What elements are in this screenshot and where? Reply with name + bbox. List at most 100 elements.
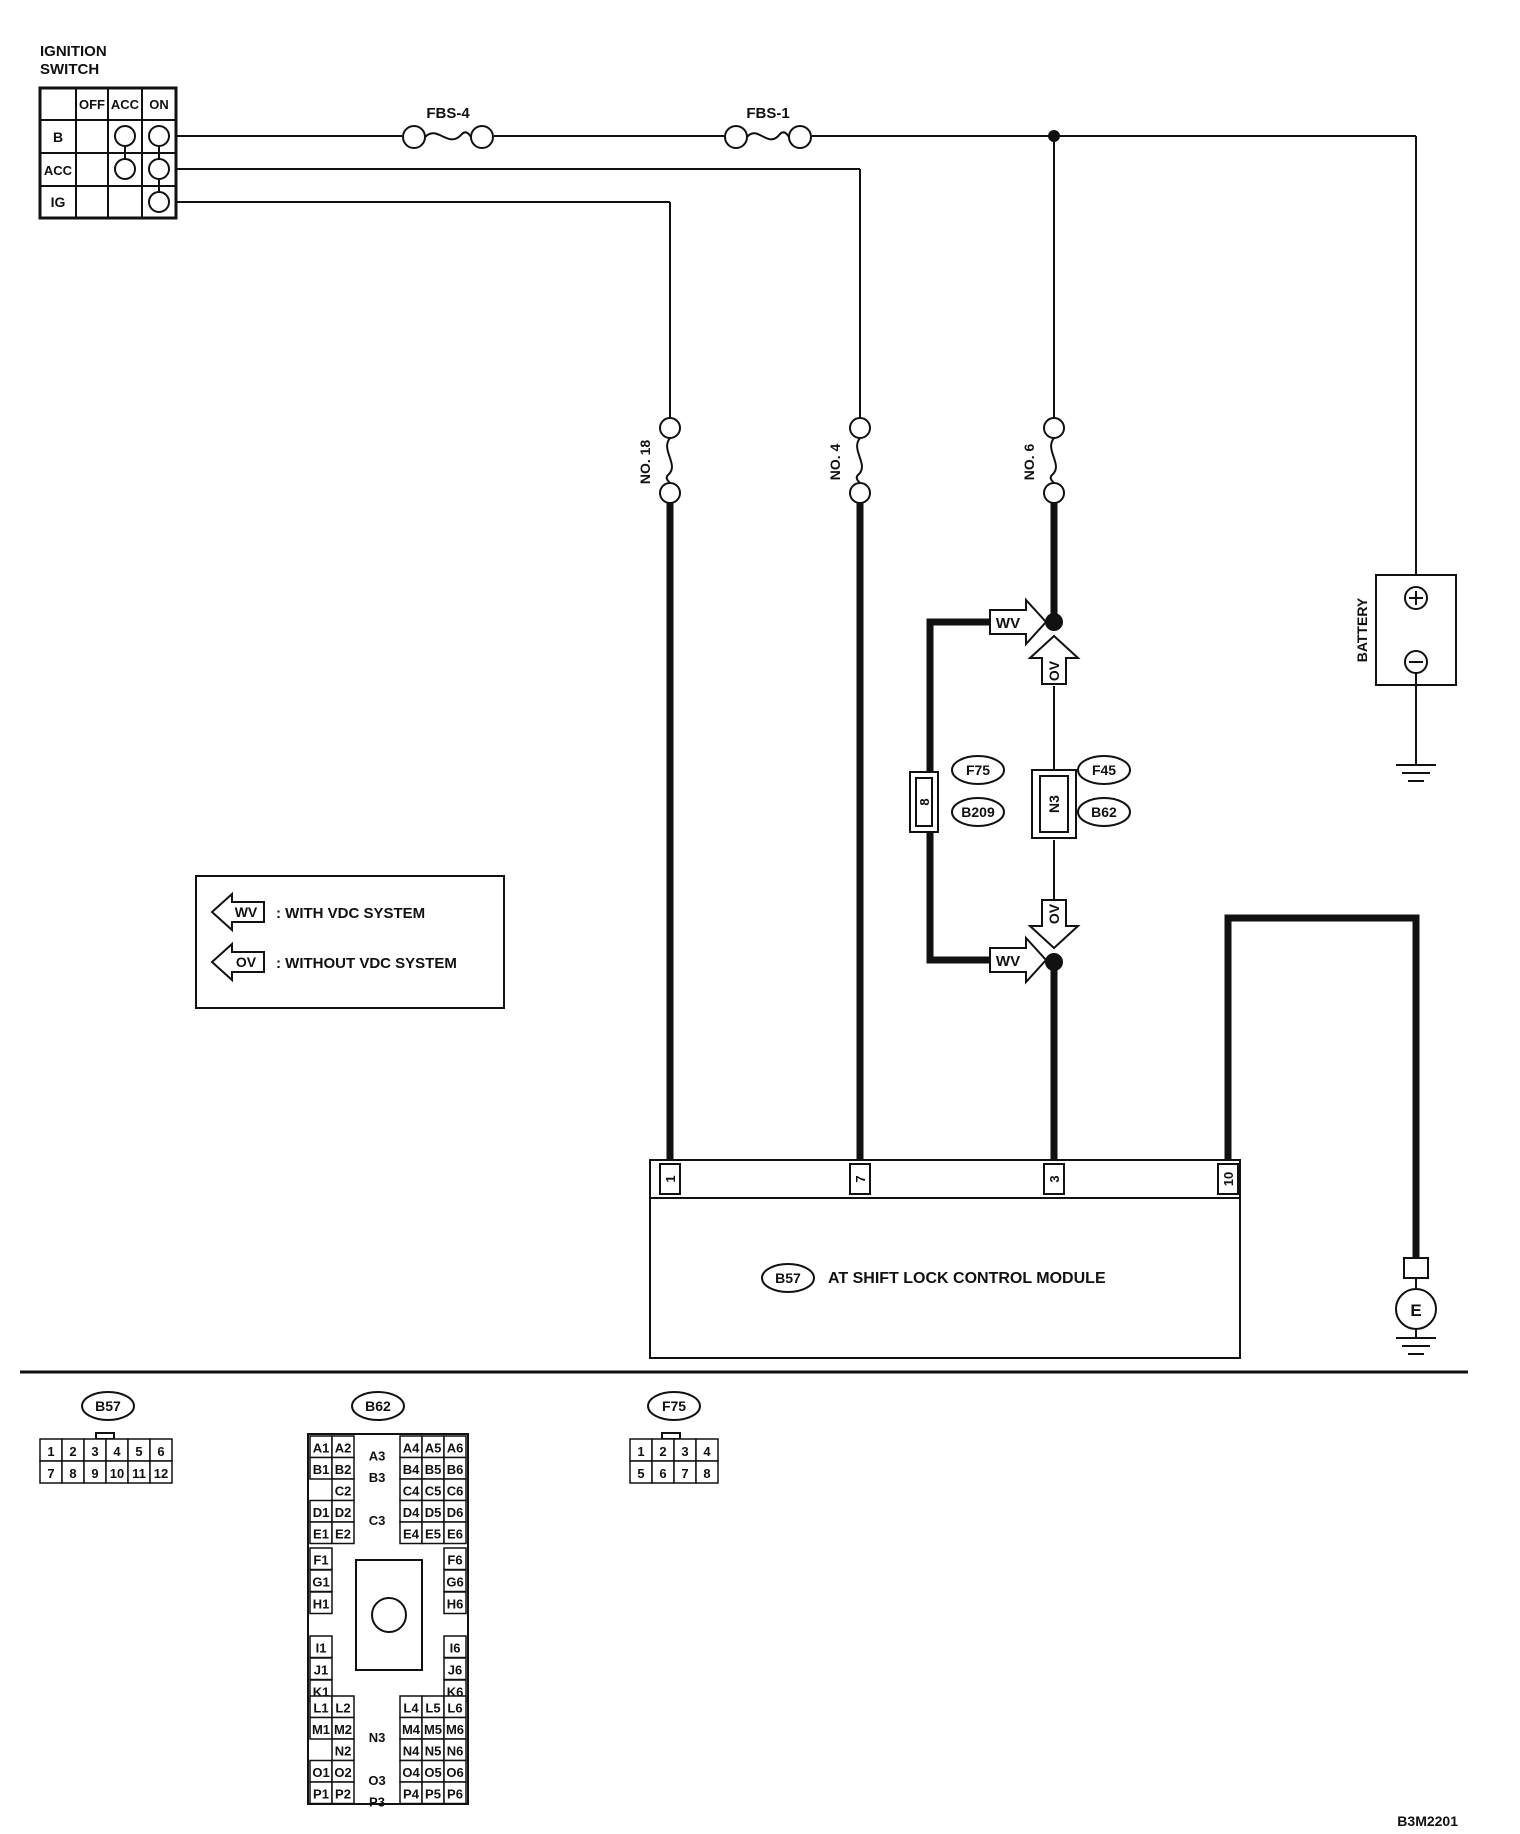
b57-pin-3: 3: [91, 1444, 98, 1459]
b57-pin-10: 10: [110, 1466, 124, 1481]
b62-pin-L4: L4: [403, 1701, 419, 1716]
b62-pin-O3: O3: [368, 1773, 385, 1788]
wv-tag-top-text: WV: [996, 615, 1020, 632]
connector-f45-b62: N3 F45 B62: [1031, 755, 1131, 839]
b62-pin-H1: H1: [313, 1597, 330, 1612]
b62-pin-P2: P2: [335, 1787, 351, 1802]
connector-pin-8: 8: [917, 798, 932, 805]
b62-pin-H6: H6: [447, 1597, 464, 1612]
f75-pin-6: 6: [659, 1466, 666, 1481]
top-wires: [176, 130, 1417, 575]
b62-pin-N4: N4: [403, 1744, 420, 1759]
fuse-fbs1: FBS-1: [724, 105, 812, 149]
fuse-fbs4: FBS-4: [402, 105, 494, 149]
b57-pin-9: 9: [91, 1466, 98, 1481]
b57-pin-8: 8: [69, 1466, 76, 1481]
f75-pin-5: 5: [637, 1466, 644, 1481]
ignition-col-on: ON: [149, 97, 169, 112]
b62-pin-O1: O1: [312, 1765, 329, 1780]
b62-pin-P6-cell: [443, 1781, 467, 1805]
wv-tag-bottom: WV: [989, 935, 1048, 985]
b62-center-hole: [371, 1597, 407, 1633]
b62-pin-B2: B2: [335, 1462, 352, 1477]
b62-pin-O2: O2: [334, 1765, 351, 1780]
b62-pin-E4: E4: [403, 1527, 420, 1542]
b62-pin-P2-cell: [331, 1781, 355, 1805]
b62-pin-M1: M1: [312, 1722, 330, 1737]
b62-pin-B1: B1: [313, 1462, 330, 1477]
b62-pin-M5: M5: [424, 1722, 442, 1737]
b62-pin-B4: B4: [403, 1462, 420, 1477]
connector-f45-label: F45: [1092, 762, 1116, 778]
b62-pin-M2: M2: [334, 1722, 352, 1737]
b62-pin-G6: G6: [446, 1575, 463, 1590]
b57-pin-4: 4: [113, 1444, 121, 1459]
b62-pin-O5: O5: [424, 1765, 441, 1780]
at-shift-lock-module: 1 7 3 10 B57 AT SHIFT LOCK CONTROL MODUL…: [649, 1159, 1241, 1359]
b62-pin-P3: P3: [369, 1795, 385, 1810]
fuse-no4: NO. 4: [827, 417, 871, 504]
b62-pin-B3: B3: [369, 1470, 386, 1485]
b57-pin-12-cell: [149, 1460, 173, 1484]
fuse-no4-label: NO. 4: [827, 444, 843, 481]
connector-pin-n3: N3: [1046, 795, 1062, 813]
battery-label: BATTERY: [1354, 597, 1370, 662]
legend-ov-tag: OV: [236, 954, 257, 970]
b62-pin-L6: L6: [447, 1701, 462, 1716]
legend-box: [195, 875, 505, 1009]
b62-pin-P6: P6: [447, 1787, 463, 1802]
module-wires: [666, 503, 1420, 1258]
legend: WV : WITH VDC SYSTEM OV : WITHOUT VDC SY…: [195, 875, 505, 1009]
b62-pin-A2: A2: [335, 1441, 352, 1456]
b62-pin-D2: D2: [335, 1505, 352, 1520]
b62-pin-C3: C3: [369, 1513, 386, 1528]
ignition-row-acc: ACC: [44, 163, 73, 178]
ov-tag-top: OV: [1027, 634, 1081, 685]
b57-pin-6: 6: [157, 1444, 164, 1459]
ignition-row-b: B: [53, 129, 63, 145]
b62-pin-P4: P4: [403, 1787, 420, 1802]
fuse-no18: NO. 18: [637, 417, 681, 504]
b62-pin-G1: G1: [312, 1575, 329, 1590]
b62-pin-F6: F6: [447, 1553, 462, 1568]
b62-pin-H6-cell: [443, 1591, 467, 1615]
b62-pin-A5: A5: [425, 1441, 442, 1456]
battery: BATTERY: [1354, 574, 1457, 782]
module-pin-10: 10: [1221, 1172, 1236, 1186]
legend-wv-text: : WITH VDC SYSTEM: [276, 905, 425, 922]
ignition-row-ig: IG: [51, 194, 66, 210]
fuse-no6-label: NO. 6: [1021, 444, 1037, 481]
b62-pin-O4: O4: [402, 1765, 420, 1780]
b62-pin-P5: P5: [425, 1787, 441, 1802]
b62-pin-J6: J6: [448, 1663, 462, 1678]
b57-pin-2: 2: [69, 1444, 76, 1459]
f75-pin-8-cell: [695, 1460, 719, 1484]
b62-pin-B5: B5: [425, 1462, 442, 1477]
fuse-fbs4-label: FBS-4: [426, 105, 470, 122]
connector-view-b62-label: B62: [365, 1398, 391, 1414]
connector-f75-label: F75: [966, 762, 990, 778]
ignition-switch-title-2: SWITCH: [40, 61, 99, 78]
b62-pin-C6: C6: [447, 1484, 464, 1499]
f75-pin-2: 2: [659, 1444, 666, 1459]
b62-pin-E1: E1: [313, 1527, 329, 1542]
b62-pin-C5: C5: [425, 1484, 442, 1499]
connector-f75-b209: 8 F75 B209: [909, 755, 1005, 833]
b62-pin-N6: N6: [447, 1744, 464, 1759]
b62-pin-O6: O6: [446, 1765, 463, 1780]
contact-acc-on: [148, 158, 170, 180]
fuse-fbs1-label: FBS-1: [746, 105, 789, 122]
b62-pin-P1: P1: [313, 1787, 329, 1802]
ov-tag-top-text: OV: [1046, 660, 1062, 681]
junction-wv-bottom: [1045, 953, 1063, 971]
ignition-col-acc: ACC: [111, 97, 140, 112]
contact-acc-acc: [114, 158, 136, 180]
b62-pin-L1: L1: [313, 1701, 328, 1716]
b62-pin-L5: L5: [425, 1701, 440, 1716]
b57-pin-11: 11: [132, 1466, 146, 1481]
f75-pin-8: 8: [703, 1466, 710, 1481]
ignition-switch: IGNITION SWITCH OFF ACC ON B ACC IG: [38, 43, 178, 220]
